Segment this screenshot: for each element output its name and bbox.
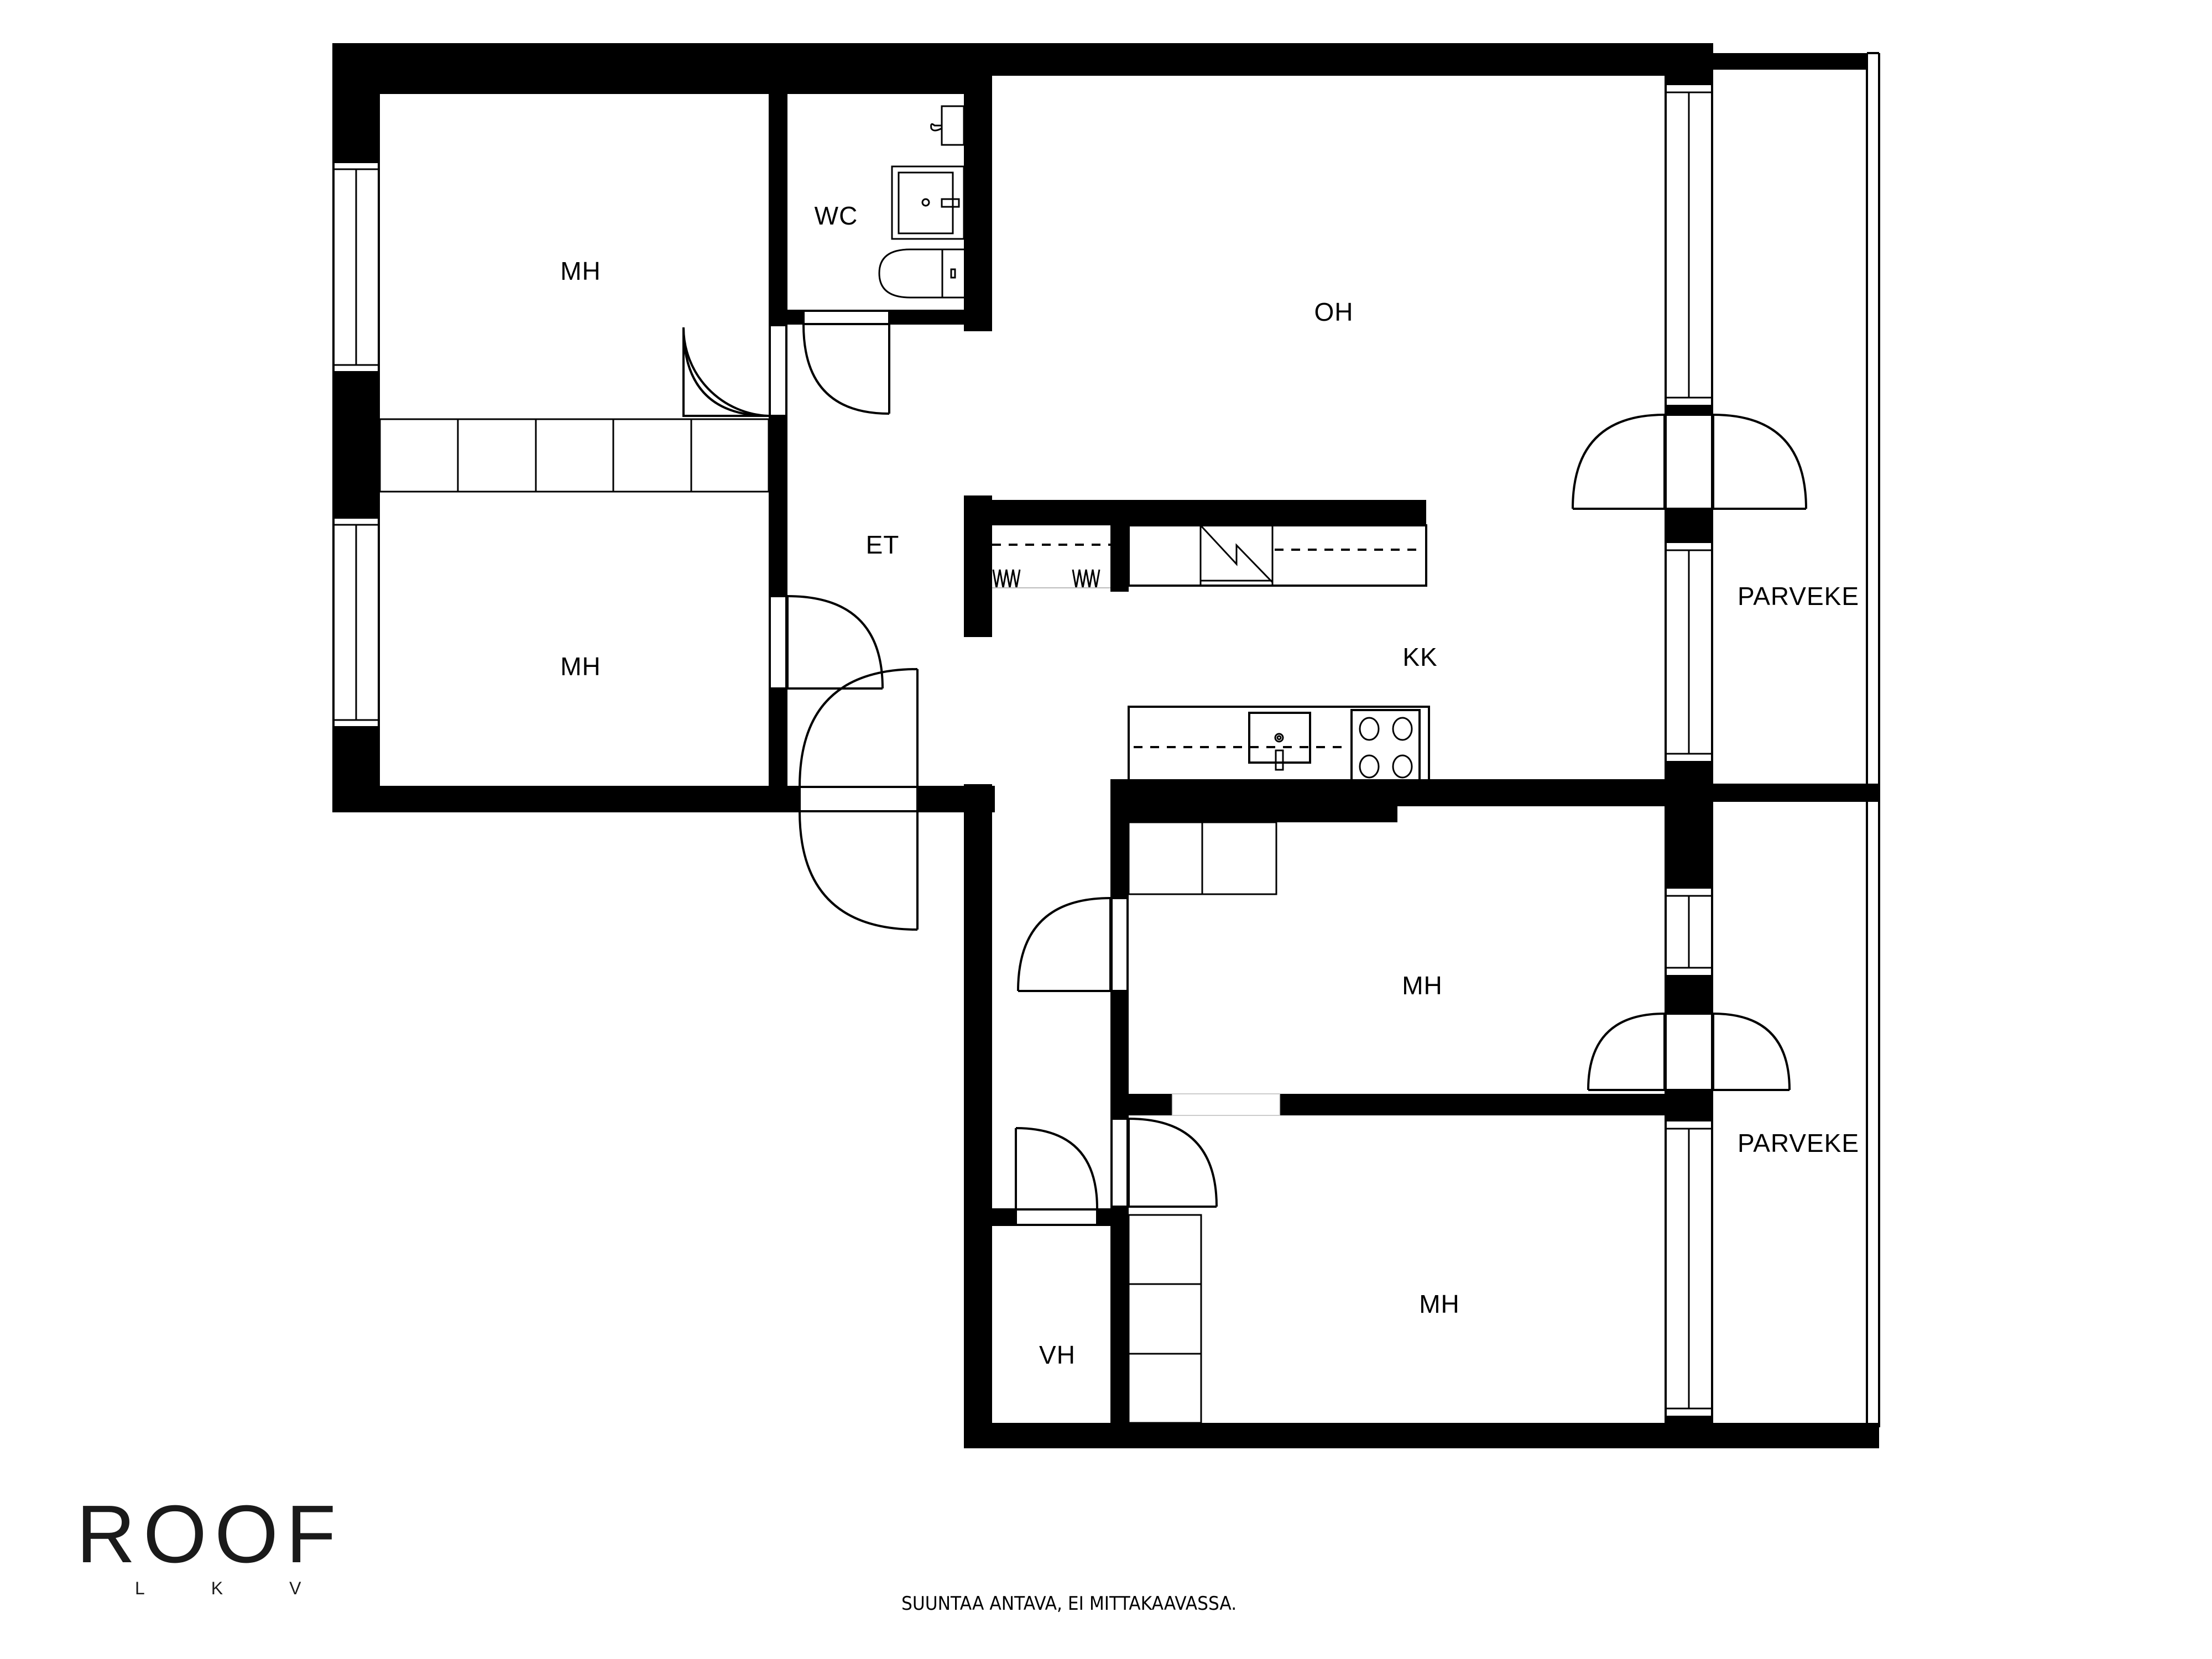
room-label-vh: VH (1039, 1340, 1076, 1369)
logo-wordmark: ROOF (76, 1489, 344, 1580)
room-label-mh-southeast: MH (1419, 1290, 1460, 1318)
room-label-oh: OH (1314, 298, 1354, 326)
room-label-kk: KK (1402, 643, 1438, 671)
scale-disclaimer: SUUNTAA ANTAVA, EI MITTAKAAVASSA. (901, 1593, 1237, 1615)
brand-logo: ROOF LKV (76, 1493, 386, 1599)
room-label-mh-east: MH (1402, 971, 1443, 1000)
outer-walls (332, 43, 1879, 1448)
room-label-parveke-north: PARVEKE (1737, 582, 1860, 611)
fixtures (379, 105, 1430, 1424)
logo-subtitle: LKV (135, 1578, 368, 1598)
room-label-parveke-south: PARVEKE (1737, 1129, 1860, 1157)
room-label-mh-northwest: MH (560, 257, 601, 285)
doors (682, 310, 1807, 1226)
interior-walls (769, 43, 1665, 1448)
room-label-et: ET (865, 530, 900, 559)
windows (332, 83, 1713, 1418)
room-label-mh-west: MH (560, 652, 601, 681)
room-label-wc: WC (814, 201, 858, 230)
balconies (1713, 52, 1880, 1427)
